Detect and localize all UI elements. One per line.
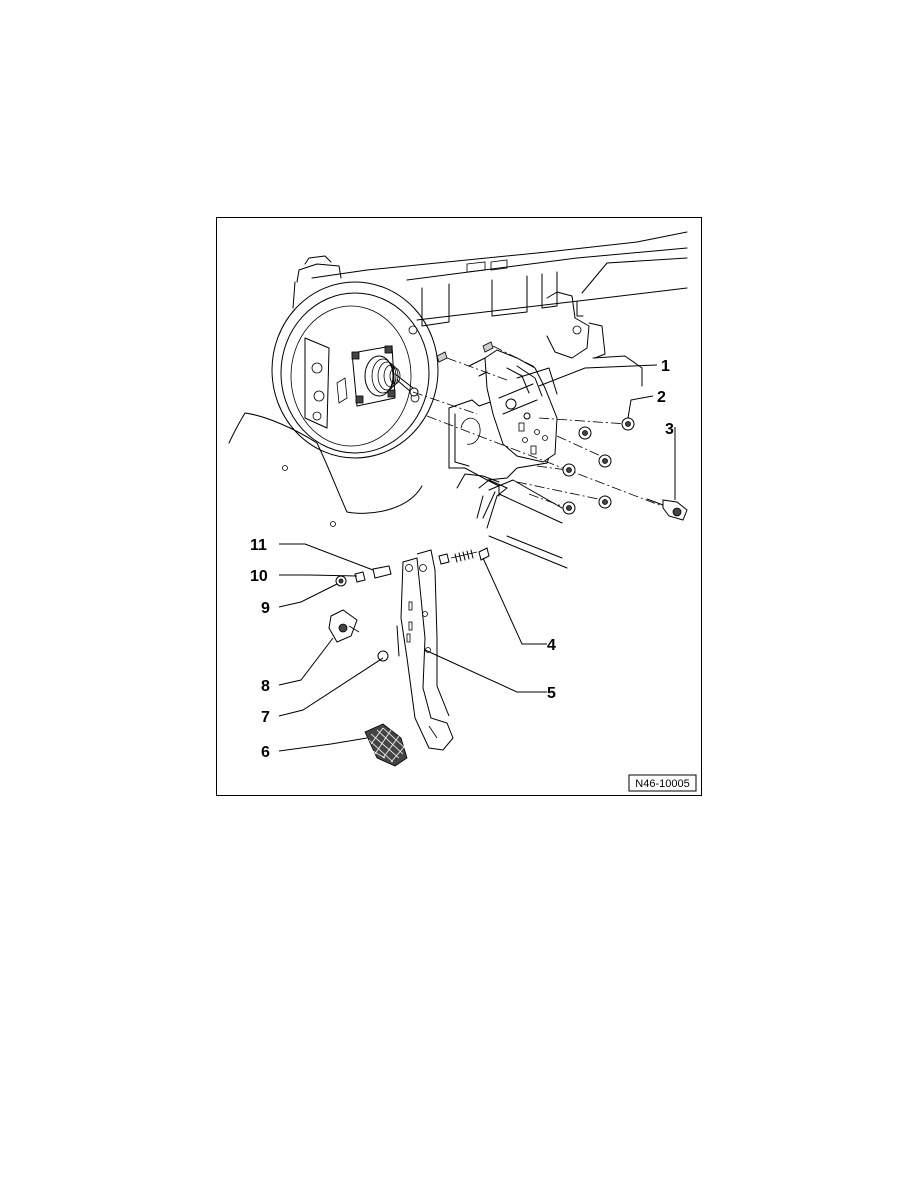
support-rails [478, 479, 568, 569]
callout-5: 5 [547, 685, 556, 702]
callout-10: 10 [250, 568, 268, 585]
pedal-pivot-parts [328, 547, 490, 662]
hex-nuts [562, 417, 635, 515]
brake-pedal [400, 549, 454, 751]
callout-leaders [278, 364, 676, 752]
callout-labels: 1 2 3 4 5 6 7 8 9 10 11 [250, 358, 674, 761]
pedal-assembly-drawing: 1 2 3 4 5 6 7 8 9 10 11 N46-10005 [228, 231, 697, 792]
pedal-bracket [448, 349, 558, 519]
brake-booster [271, 281, 439, 459]
callout-6: 6 [261, 744, 270, 761]
callout-9: 9 [261, 600, 270, 617]
callout-4: 4 [547, 637, 556, 654]
exploded-view-figure: 1 2 3 4 5 6 7 8 9 10 11 N46-10005 [216, 217, 702, 796]
callout-11: 11 [250, 537, 267, 554]
brake-light-switch [646, 498, 688, 521]
assembly-axes [412, 345, 668, 509]
callout-2: 2 [657, 389, 666, 406]
pedal-pad [364, 723, 408, 767]
vehicle-body-structure [228, 231, 688, 527]
reference-code: N46-10005 [635, 778, 689, 790]
callout-1: 1 [661, 358, 670, 375]
callout-3: 3 [665, 421, 674, 438]
callout-8: 8 [261, 678, 270, 695]
callout-7: 7 [261, 709, 270, 726]
reference-code-box: N46-10005 [628, 774, 697, 792]
